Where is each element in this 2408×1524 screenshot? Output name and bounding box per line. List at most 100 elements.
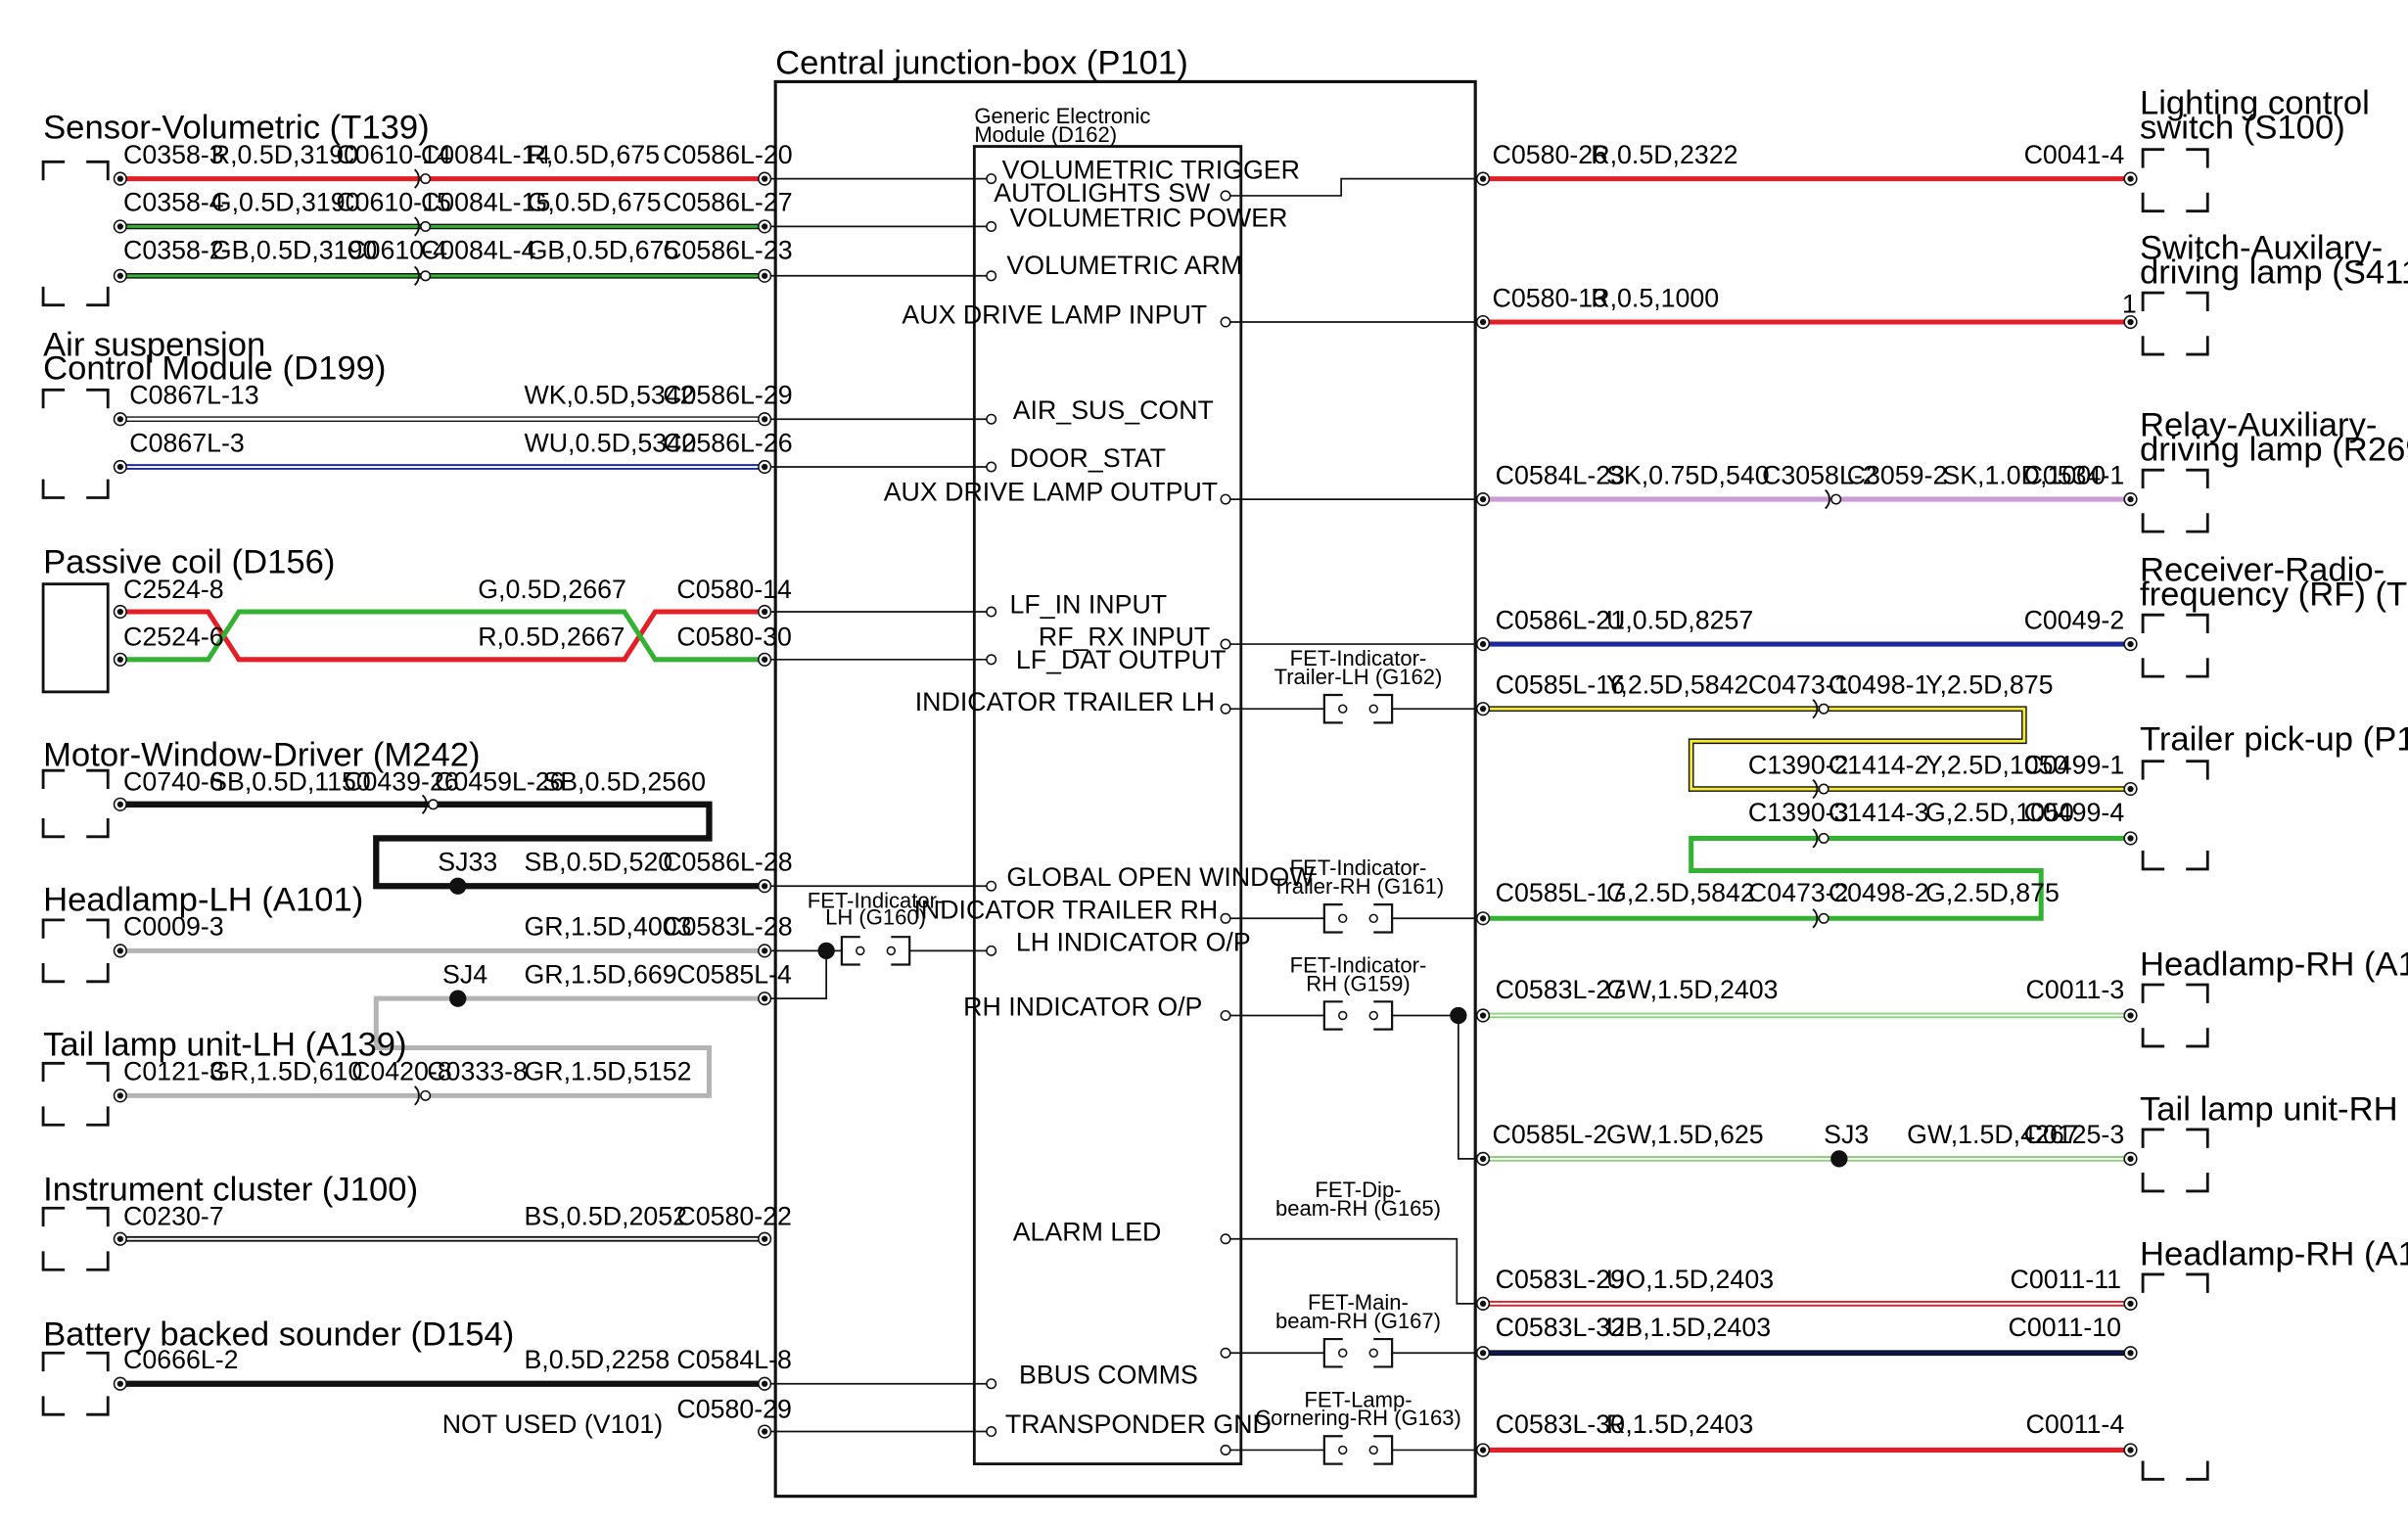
gem-pin-label-2: VOLUMETRIC POWER xyxy=(1010,203,1288,232)
wire-label-61: 1 xyxy=(2122,290,2137,319)
wire-label-14: C0610-4 xyxy=(347,235,447,264)
component-left-5 xyxy=(41,1206,110,1271)
inline-connector-9-arc xyxy=(1812,908,1819,929)
wire-label-73: C0473-1 xyxy=(1748,670,1849,699)
wire-label-87: C0498-2 xyxy=(1829,878,1929,907)
fet-symbol-g167-pin-b xyxy=(1368,1348,1378,1358)
wire-label-40: C0583L-28 xyxy=(663,912,792,942)
gem-pin-11 xyxy=(1220,703,1231,715)
gem-pin-label-15: RH INDICATOR O/P xyxy=(963,992,1202,1021)
fet-label-6-b: Cornering-RH (G163) xyxy=(1255,1406,1461,1430)
conn-jb-left-397-dot xyxy=(762,608,768,616)
conn-left-147-dot xyxy=(116,223,123,230)
wire-label-58: C0041-4 xyxy=(2024,140,2125,169)
conn-jb-left-929-dot xyxy=(762,1428,768,1435)
wire-label-38: C0009-3 xyxy=(123,912,224,942)
wire-label-54: C0584L-8 xyxy=(676,1345,792,1374)
wire-label-25: G,0.5D,2667 xyxy=(478,575,626,604)
wire-label-100: C0583L-32 xyxy=(1496,1313,1625,1342)
wire-label-63: SK,0.75D,540 xyxy=(1606,460,1770,489)
wire-label-103: C0583L-30 xyxy=(1496,1409,1625,1439)
fet-label-0-b: LH (G160) xyxy=(825,905,926,930)
gem-pin-label-1: AUTOLIGHTS SW xyxy=(994,178,1211,208)
wire-label-59: C0580-13 xyxy=(1493,283,1608,312)
component-name-7: Instrument cluster (J100) xyxy=(43,1171,418,1208)
fet-symbol-g163-pin-a xyxy=(1338,1445,1348,1455)
fet-label-5-a: FET-Main- xyxy=(1308,1290,1409,1315)
component-name-15: Receiver-Radio- xyxy=(2140,552,2385,589)
wire-label-101: UB,1.5D,2403 xyxy=(1606,1313,1771,1342)
component-left-6 xyxy=(41,1351,110,1416)
conn-jb-right-878-dot xyxy=(1479,1350,1487,1357)
wire-label-2: C0610-14 xyxy=(336,140,451,169)
component-name-3: Passive coil (D156) xyxy=(43,544,335,581)
central-junction-box xyxy=(773,79,1477,1499)
fet-label-2-b: Trailer-RH (G161) xyxy=(1273,874,1445,899)
component-right-6 xyxy=(2141,1128,2209,1193)
wire-label-4: R,0.5D,675 xyxy=(528,140,660,169)
wire-label-78: Y,2.5D,1050 xyxy=(1925,750,2067,779)
inline-connector-8-arc xyxy=(1812,828,1819,849)
conn-jb-right-324-dot xyxy=(1479,495,1487,503)
gem-pin-label-17: BBUS COMMS xyxy=(1019,1361,1198,1390)
conn-right-209-dot xyxy=(2127,318,2134,326)
fet-symbol-g159 xyxy=(1322,1000,1394,1031)
component-name-2: Control Module (D199) xyxy=(43,349,386,387)
wire-label-62: C0584L-23 xyxy=(1496,460,1625,489)
boxes-layer xyxy=(41,79,2209,1499)
component-name-6: Tail lamp unit-LH (A139) xyxy=(43,1026,406,1063)
gem-pin-label-5: AIR_SUS_CONT xyxy=(1013,395,1214,425)
component-right-0 xyxy=(2141,148,2209,213)
wire-label-85: G,2.5D,5842 xyxy=(1606,878,1755,907)
inline-connector-9 xyxy=(1818,912,1829,924)
splice-fet-rh xyxy=(1450,1006,1467,1025)
wire-label-65: C3059-2 xyxy=(1847,460,1948,489)
gem-pin-label-14: LH INDICATOR O/P xyxy=(1016,927,1251,956)
wire-coil-green xyxy=(119,609,765,663)
conn-jb-left-804-dot xyxy=(762,1235,768,1242)
wire-label-81: C1414-3 xyxy=(1829,798,1929,827)
conn-left-272-dot xyxy=(116,416,123,423)
splice-fet-lh xyxy=(817,942,835,960)
component-right-7 xyxy=(2141,1272,2209,1481)
inline-connector-3 xyxy=(428,799,440,810)
gem-pin-2 xyxy=(986,220,997,232)
gem-pin-15 xyxy=(1220,1009,1231,1021)
component-name-14: driving lamp (R269) xyxy=(2140,432,2408,469)
conn-jb-left-648-dot xyxy=(762,995,768,1002)
fet-symbol-g159-pin-a xyxy=(1338,1010,1348,1021)
wire-label-48: GR,1.5D,5152 xyxy=(524,1057,691,1086)
wire-label-70: C0049-2 xyxy=(2024,605,2125,634)
wire-label-22: WU,0.5D,5342 xyxy=(524,428,695,457)
wire-label-28: R,0.5D,2667 xyxy=(478,623,625,652)
conn-jb-left-898-dot xyxy=(762,1380,768,1387)
fet-symbol-g162-pin-a xyxy=(1338,704,1348,714)
gem-pin-5 xyxy=(986,413,997,425)
wire-label-16: GB,0.5D,675 xyxy=(528,235,679,264)
wire-label-26: C0580-14 xyxy=(676,575,792,604)
internal-wire-27 xyxy=(764,950,828,1000)
wire-label-66: SK,1.0D,1000 xyxy=(1942,460,2106,489)
wire-label-1: R,0.5D,3190 xyxy=(211,140,358,169)
conn-jb-right-460-dot xyxy=(1479,706,1487,713)
conn-jb-right-659-dot xyxy=(1479,1012,1487,1019)
wire-label-24: C2524-8 xyxy=(123,575,224,604)
inline-connector-0 xyxy=(420,173,432,185)
conn-jb-right-209-dot xyxy=(1479,318,1487,326)
wire-label-55: C0580-29 xyxy=(676,1394,792,1423)
conn-left-898-dot xyxy=(116,1380,123,1387)
inline-connector-2-arc xyxy=(413,265,420,286)
fet-symbol-g160-pin-a xyxy=(856,946,865,956)
wire-label-34: SB,0.5D,2560 xyxy=(542,767,706,797)
fet-symbol-g167-right xyxy=(1373,1337,1394,1368)
fet-symbol-g167-pin-a xyxy=(1338,1348,1348,1358)
fet-symbol-g160-right xyxy=(891,936,911,966)
wire-label-17: C0586L-23 xyxy=(663,235,792,264)
component-name-20: Headlamp-RH (A100) xyxy=(2140,1236,2408,1273)
wire-label-44: C0121-3 xyxy=(123,1057,224,1086)
gem-pin-18 xyxy=(986,1426,997,1438)
gem-pin-label-16: ALARM LED xyxy=(1013,1217,1162,1246)
wire-label-32: C0439-26 xyxy=(344,767,459,797)
wire-label-86: C0473-2 xyxy=(1748,878,1849,907)
